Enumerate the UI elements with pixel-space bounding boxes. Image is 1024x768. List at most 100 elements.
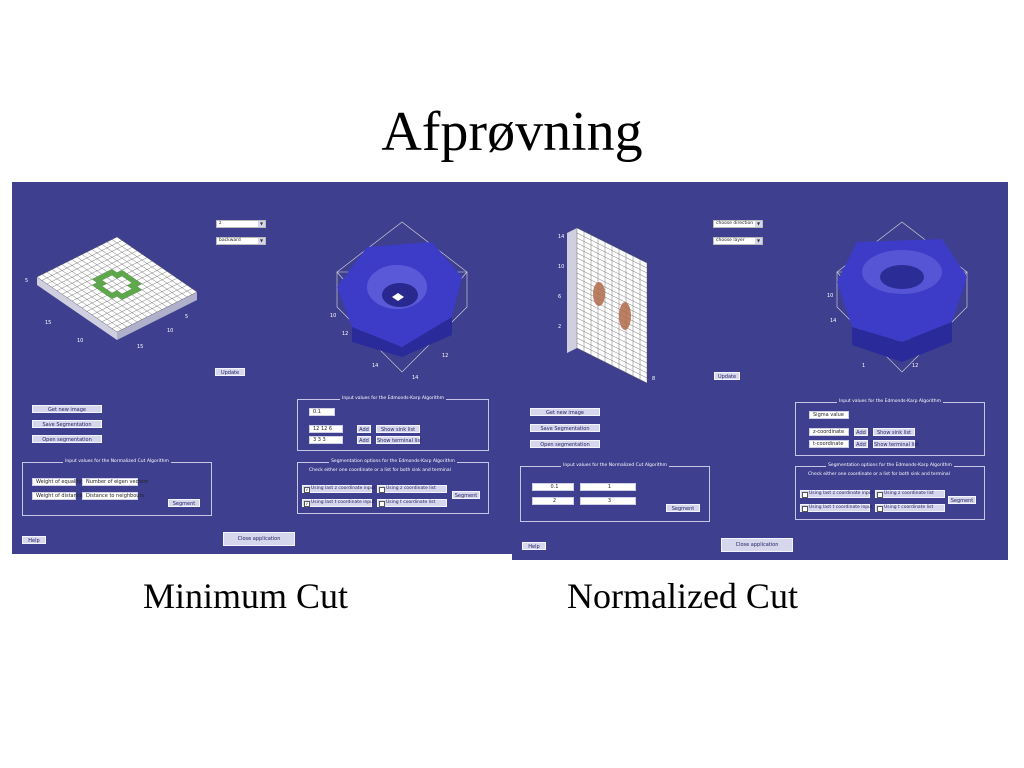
ncut-group: Input values for the Normalized Cut Algo… xyxy=(520,463,710,522)
add-terminal-button[interactable]: Add xyxy=(854,440,868,448)
show-terminal-list-button[interactable]: Show terminal list xyxy=(376,436,422,444)
ncut-field-3[interactable]: 2 xyxy=(532,497,574,505)
axis-tick: 10 xyxy=(827,293,833,299)
last-z-checkbox[interactable]: Using last z coordinate input xyxy=(800,490,873,498)
grid-line xyxy=(576,302,648,339)
grid-line xyxy=(576,272,648,309)
group-title: Input values for the Normalized Cut Algo… xyxy=(561,463,669,468)
update-button[interactable]: Update xyxy=(215,368,245,376)
grid-line xyxy=(576,312,648,349)
grid-cell xyxy=(117,270,127,277)
show-sink-list-button[interactable]: Show sink list xyxy=(873,428,915,436)
grid-line xyxy=(576,327,648,364)
direction-dropdown[interactable]: backward▼ xyxy=(216,237,266,245)
grid-line xyxy=(101,281,183,322)
ek-segment-button[interactable]: Segment xyxy=(452,491,480,499)
sigma-field[interactable]: 0.1 xyxy=(309,408,335,416)
grid-cell xyxy=(122,273,132,280)
close-application-button[interactable]: Close application xyxy=(721,538,793,552)
direction-dropdown[interactable]: choose direction▼ xyxy=(713,220,763,228)
grid-line xyxy=(111,239,193,295)
grid-cell xyxy=(127,282,137,289)
grid-cell xyxy=(92,276,102,283)
close-application-button[interactable]: Close application xyxy=(223,532,295,546)
z-list-checkbox[interactable]: Using z coordinate list xyxy=(377,485,447,493)
grid-line xyxy=(106,284,188,326)
update-button[interactable]: Update xyxy=(714,372,740,380)
t-list-checkbox[interactable]: Using t coordinate list xyxy=(377,499,447,507)
group-title: Segmentation options for the Edmonds-Kar… xyxy=(826,463,954,468)
slide-title: Afprøvning xyxy=(381,101,643,163)
ek-segment-button[interactable]: Segment xyxy=(948,496,976,504)
grid-cell xyxy=(127,277,137,283)
ncut-field-4[interactable]: 3 xyxy=(580,497,636,505)
eigen-vectors-field[interactable]: Number of eigen vectors xyxy=(82,478,148,486)
ncut-field-1[interactable]: 0.1 xyxy=(532,483,574,491)
grid-cell xyxy=(102,271,112,278)
ek-input-group: Input values for the Edmonds-Karp Algori… xyxy=(297,396,489,451)
grid-line xyxy=(576,297,648,334)
caption-minimum-cut: Minimum Cut xyxy=(143,576,349,616)
distance-neighbours-field[interactable]: Distance to neighbours xyxy=(82,492,144,500)
help-button[interactable]: Help xyxy=(22,536,46,544)
t-list-checkbox[interactable]: Using t coordinate list xyxy=(875,504,945,512)
axis-tick: 5 xyxy=(25,278,28,284)
grid-cell xyxy=(107,269,117,276)
segmentation-hint: Check either one coordinate or a list fo… xyxy=(808,472,950,477)
grid-line xyxy=(576,332,648,369)
chevron-down-icon: ▼ xyxy=(755,221,762,227)
open-segmentation-button[interactable]: Open segmentation xyxy=(32,435,102,443)
grid-line xyxy=(576,317,648,354)
group-title: Input values for the Edmonds-Karp Algori… xyxy=(340,396,446,401)
save-segmentation-button[interactable]: Save Segmentation xyxy=(32,420,102,428)
t-coordinate-field[interactable]: t-coordinate xyxy=(809,440,849,448)
axis-tick: 14 xyxy=(412,375,418,381)
check-icon: ✓ xyxy=(304,487,310,493)
add-sink-button[interactable]: Add xyxy=(357,425,371,433)
help-button[interactable]: Help xyxy=(522,542,546,550)
grid-line xyxy=(576,252,648,289)
grid-cell xyxy=(97,280,107,287)
open-segmentation-button[interactable]: Open segmentation xyxy=(530,440,600,448)
axis-tick: 8 xyxy=(652,376,655,382)
axis-dropdown[interactable]: z▼ xyxy=(216,220,266,228)
sigma-field[interactable]: Sigma value xyxy=(809,411,849,419)
ncut-segment-button[interactable]: Segment xyxy=(168,499,200,507)
z-list-checkbox[interactable]: Using z coordinate list xyxy=(875,490,945,498)
z-coordinate-field[interactable]: z-coordinate xyxy=(809,428,849,436)
axis-tick: 12 xyxy=(912,363,918,369)
grid-cell xyxy=(112,272,122,279)
show-sink-list-button[interactable]: Show sink list xyxy=(376,425,420,433)
get-new-image-button[interactable]: Get new image xyxy=(530,408,600,416)
terminal-coordinate-field[interactable]: 3 3 3 xyxy=(309,436,343,444)
sink-coordinate-field[interactable]: 12 12 6 xyxy=(309,425,343,433)
layer-dropdown[interactable]: choose layer▼ xyxy=(713,237,763,245)
grid-cell xyxy=(117,293,127,300)
grid-cell xyxy=(122,291,132,298)
ncut-segment-button[interactable]: Segment xyxy=(666,504,700,512)
add-terminal-button[interactable]: Add xyxy=(357,436,371,444)
weight-equality-field[interactable]: Weight of equality xyxy=(32,478,82,486)
weight-distance-field[interactable]: Weight of distance xyxy=(32,492,83,500)
grid-cell xyxy=(97,274,107,281)
get-new-image-button[interactable]: Get new image xyxy=(32,405,102,413)
grid-plot: 14 10 6 2 8 xyxy=(558,227,655,384)
grid-line xyxy=(576,227,648,264)
show-terminal-list-button[interactable]: Show terminal list xyxy=(873,440,919,448)
save-segmentation-button[interactable]: Save Segmentation xyxy=(530,424,600,432)
axis-tick: 10 xyxy=(167,328,173,334)
caption-normalized-cut: Normalized Cut xyxy=(567,576,798,616)
grid-line xyxy=(576,307,648,344)
last-t-checkbox[interactable]: Using last t coordinate input xyxy=(800,504,873,512)
grid-line xyxy=(96,278,178,319)
axis-tick: 10 xyxy=(330,313,336,319)
grid-line xyxy=(96,246,178,303)
last-t-checkbox[interactable]: ✓Using last t coordinate input xyxy=(302,499,375,507)
add-sink-button[interactable]: Add xyxy=(854,428,868,436)
grid-line xyxy=(576,232,648,269)
axis-tick: 1 xyxy=(862,363,865,369)
last-z-checkbox[interactable]: ✓Using last z coordinate input xyxy=(302,485,375,493)
grid-line xyxy=(106,241,188,298)
ncut-field-2[interactable]: 1 xyxy=(580,483,636,491)
grid-line xyxy=(116,291,198,333)
